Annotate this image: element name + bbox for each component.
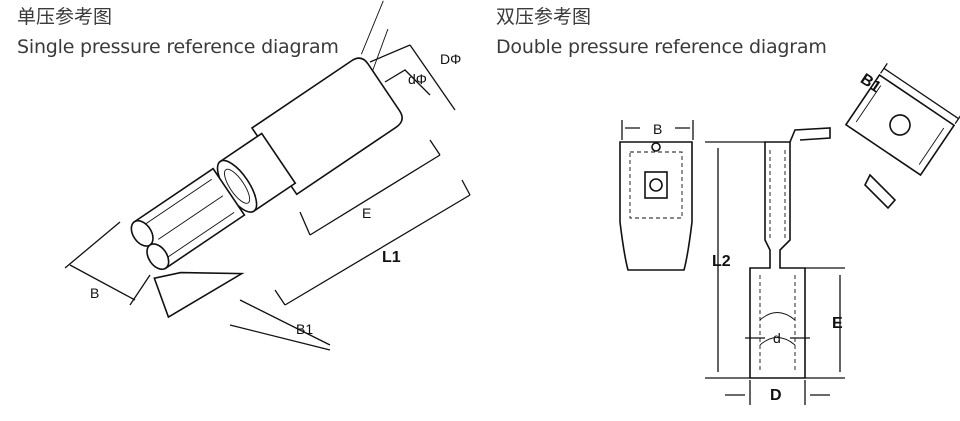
double-dim-L2: L2: [712, 253, 731, 270]
double-title-en: Double pressure reference diagram: [496, 36, 827, 58]
single-title-en: Single pressure reference diagram: [17, 36, 339, 58]
single-dim-E: E: [362, 205, 371, 221]
double-connector-drawing: [619, 62, 960, 405]
double-title-zh: 双压参考图: [496, 6, 592, 28]
single-dim-D: DΦ: [440, 51, 461, 67]
single-dim-d: dΦ: [408, 71, 427, 87]
single-title-zh: 单压参考图: [17, 6, 113, 28]
double-dim-d: d: [773, 330, 781, 346]
single-connector-drawing: [64, 0, 471, 351]
double-dim-D: D: [770, 387, 782, 404]
single-dim-B1: B1: [296, 321, 313, 337]
double-dim-B: B: [653, 121, 662, 137]
double-dim-E: E: [832, 315, 843, 332]
single-dim-B: B: [90, 285, 99, 301]
single-dim-L1: L1: [382, 249, 401, 266]
